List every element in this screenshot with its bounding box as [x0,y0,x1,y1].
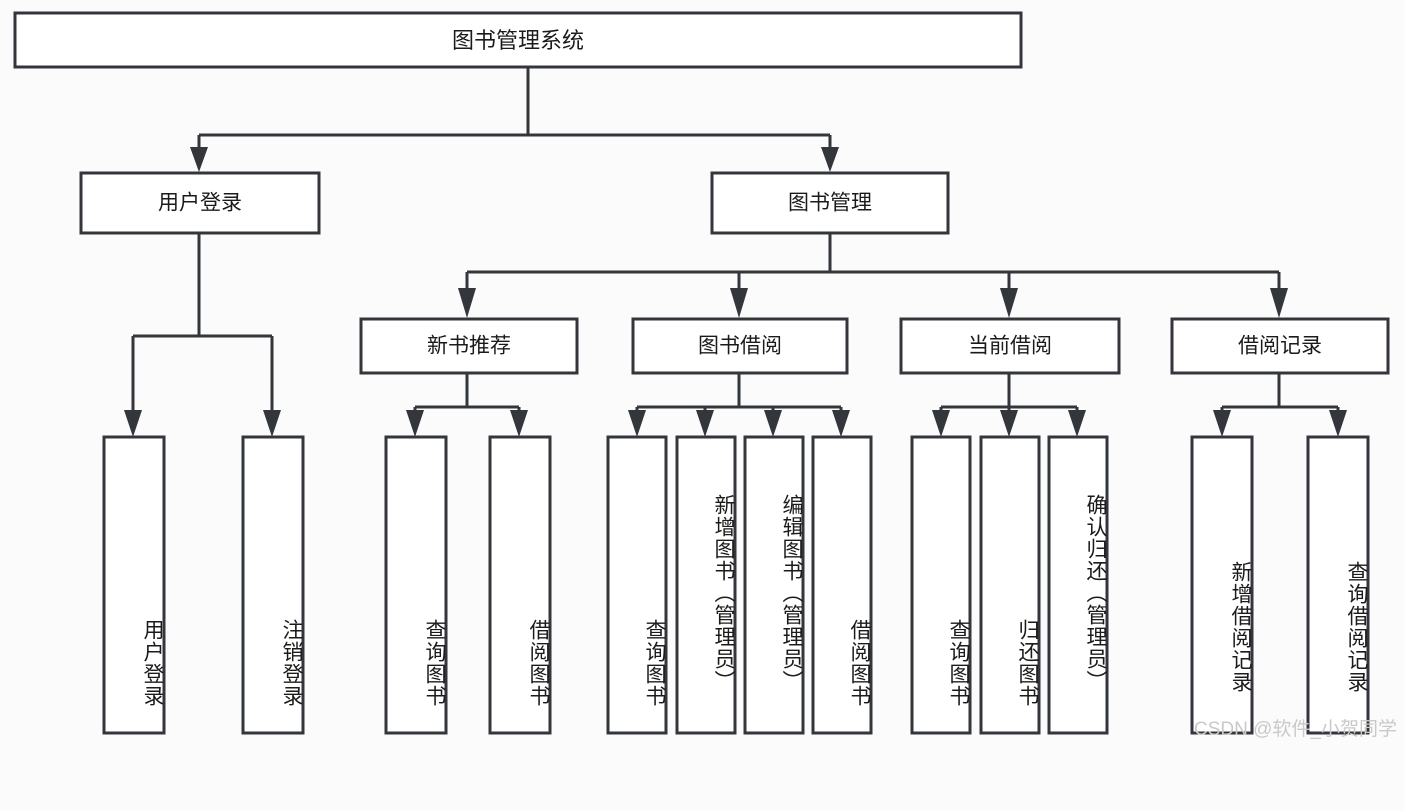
leaf-book-borrow-2[interactable] [743,435,805,735]
node-book-borrow[interactable] [631,317,849,375]
leaf-current-borrow-1[interactable] [979,435,1041,735]
node-book-manage[interactable] [710,171,950,235]
arrowhead-leaf-user-login-1 [263,410,281,437]
arrowhead-current-borrow [1000,288,1018,318]
leaf-book-borrow-1[interactable] [675,435,737,735]
leaf-user-login-1[interactable] [241,435,305,735]
diagram-canvas: 图书管理系统 用户登录 图书管理 新书推荐 图书借阅 当前借阅 借阅记录 [13,11,1397,740]
node-root[interactable] [13,11,1023,69]
node-user-login[interactable] [79,171,321,235]
arrowhead-book-borrow [730,288,748,318]
node-new-book-recommend[interactable] [359,317,579,375]
node-current-borrow-label: 当前借阅 [968,335,1052,358]
arrowhead-layer [124,147,1347,437]
leaf-book-borrow-3[interactable] [811,435,873,735]
node-layer: 图书管理系统 用户登录 图书管理 新书推荐 图书借阅 当前借阅 借阅记录 [13,11,1390,735]
arrowhead-leaf-borrow-record-0 [1213,410,1231,437]
diagram-svg: 图书管理系统 用户登录 图书管理 新书推荐 图书借阅 当前借阅 借阅记录 [13,11,1390,735]
leaf-book-borrow-0[interactable] [606,435,668,735]
arrowhead-leaf-book-borrow-3 [832,410,850,437]
arrowhead-new-book [458,288,476,318]
leaf-new-book-1[interactable] [488,435,552,735]
arrowhead-leaf-book-borrow-1 [696,410,714,437]
arrowhead-borrow-record [1270,288,1288,318]
arrowhead-leaf-current-borrow-1 [1000,410,1018,437]
csdn-watermark: CSDN @软件_小贺同学 [1194,719,1397,740]
arrowhead-user-login [190,147,208,172]
arrowhead-leaf-new-book-0 [406,410,424,437]
leaf-borrow-record-0[interactable] [1190,435,1254,735]
leaf-new-book-0[interactable] [384,435,448,735]
node-root-label: 图书管理系统 [452,28,584,53]
arrowhead-leaf-new-book-1 [510,410,528,437]
node-borrow-record-label: 借阅记录 [1238,335,1322,358]
leaf-borrow-record-1[interactable] [1306,435,1370,735]
node-user-login-label: 用户登录 [158,192,242,215]
node-current-borrow[interactable] [899,317,1121,375]
arrowhead-leaf-book-borrow-0 [628,410,646,437]
leaf-current-borrow-0[interactable] [910,435,972,735]
arrowhead-book-manage [821,147,839,172]
node-new-book-recommend-label: 新书推荐 [427,335,511,358]
node-book-manage-label: 图书管理 [788,192,872,215]
node-book-borrow-label: 图书借阅 [698,335,782,358]
leaf-user-login-0[interactable] [102,435,166,735]
arrowhead-leaf-current-borrow-2 [1068,410,1086,437]
leaf-current-borrow-2[interactable] [1047,435,1109,735]
arrowhead-leaf-book-borrow-2 [764,410,782,437]
arrowhead-leaf-borrow-record-1 [1329,410,1347,437]
arrowhead-leaf-current-borrow-0 [932,410,950,437]
arrowhead-leaf-user-login-0 [124,410,142,437]
node-borrow-record[interactable] [1170,317,1390,375]
